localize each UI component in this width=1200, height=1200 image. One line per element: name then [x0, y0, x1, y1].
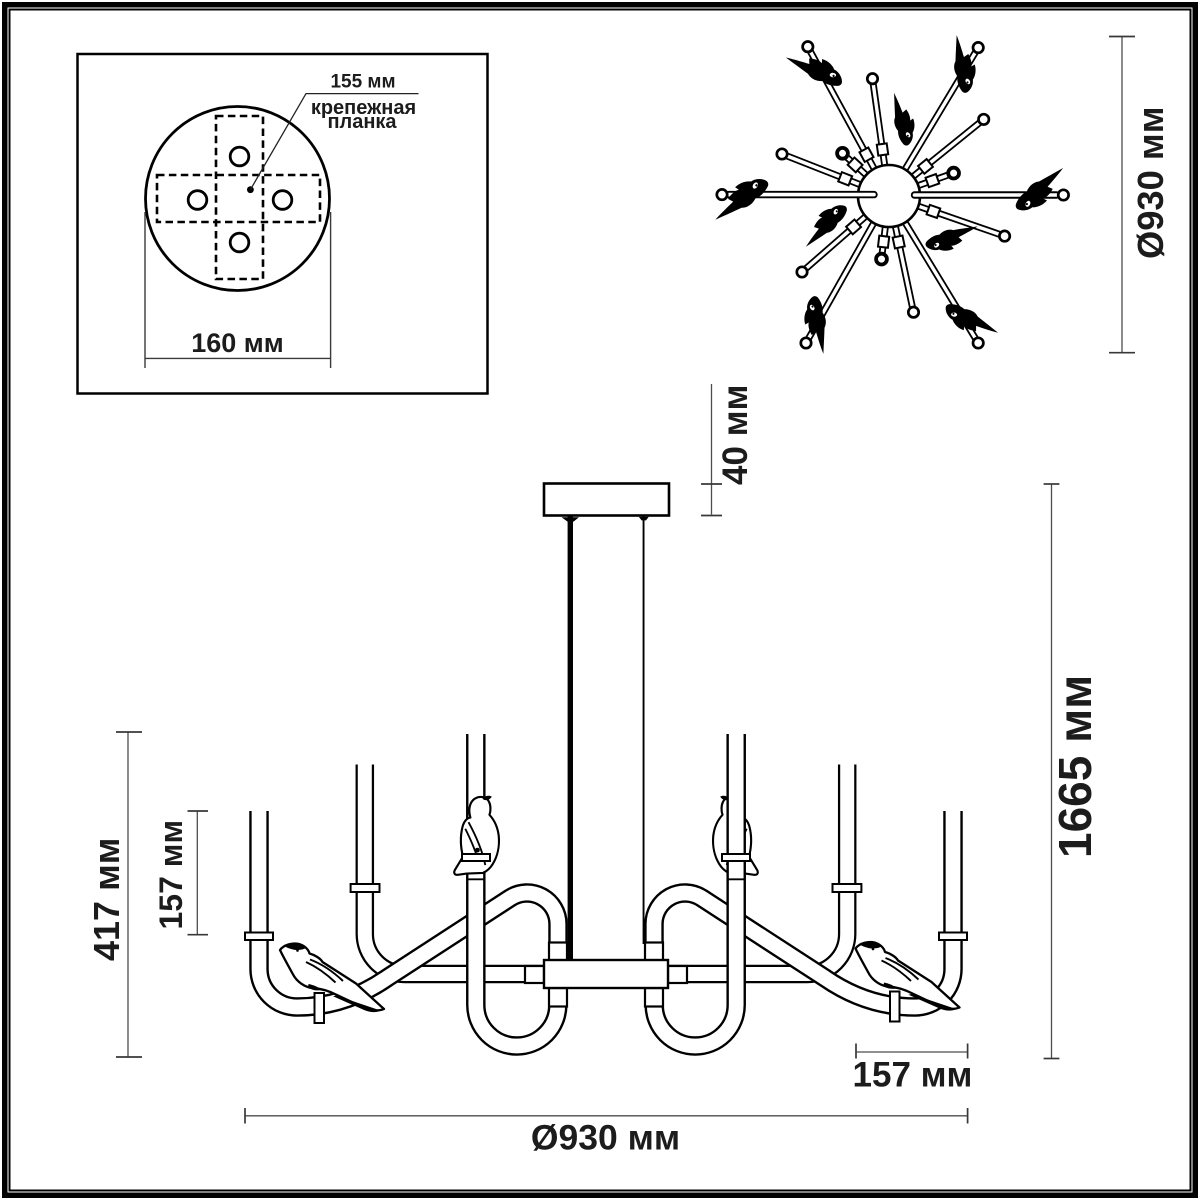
svg-text:1665 мм: 1665 мм — [1049, 675, 1101, 858]
svg-text:40 мм: 40 мм — [716, 385, 755, 485]
svg-text:157 мм: 157 мм — [153, 820, 189, 930]
svg-text:157 мм: 157 мм — [853, 1056, 973, 1095]
svg-text:Ø930 мм: Ø930 мм — [531, 1118, 680, 1158]
svg-text:160 мм: 160 мм — [191, 328, 284, 358]
svg-text:155 мм: 155 мм — [330, 72, 395, 93]
svg-text:Ø930 мм: Ø930 мм — [1130, 106, 1171, 259]
svg-text:крепежная: крепежная — [311, 97, 416, 119]
svg-text:417 мм: 417 мм — [86, 838, 127, 961]
svg-text:планка: планка — [327, 111, 397, 133]
